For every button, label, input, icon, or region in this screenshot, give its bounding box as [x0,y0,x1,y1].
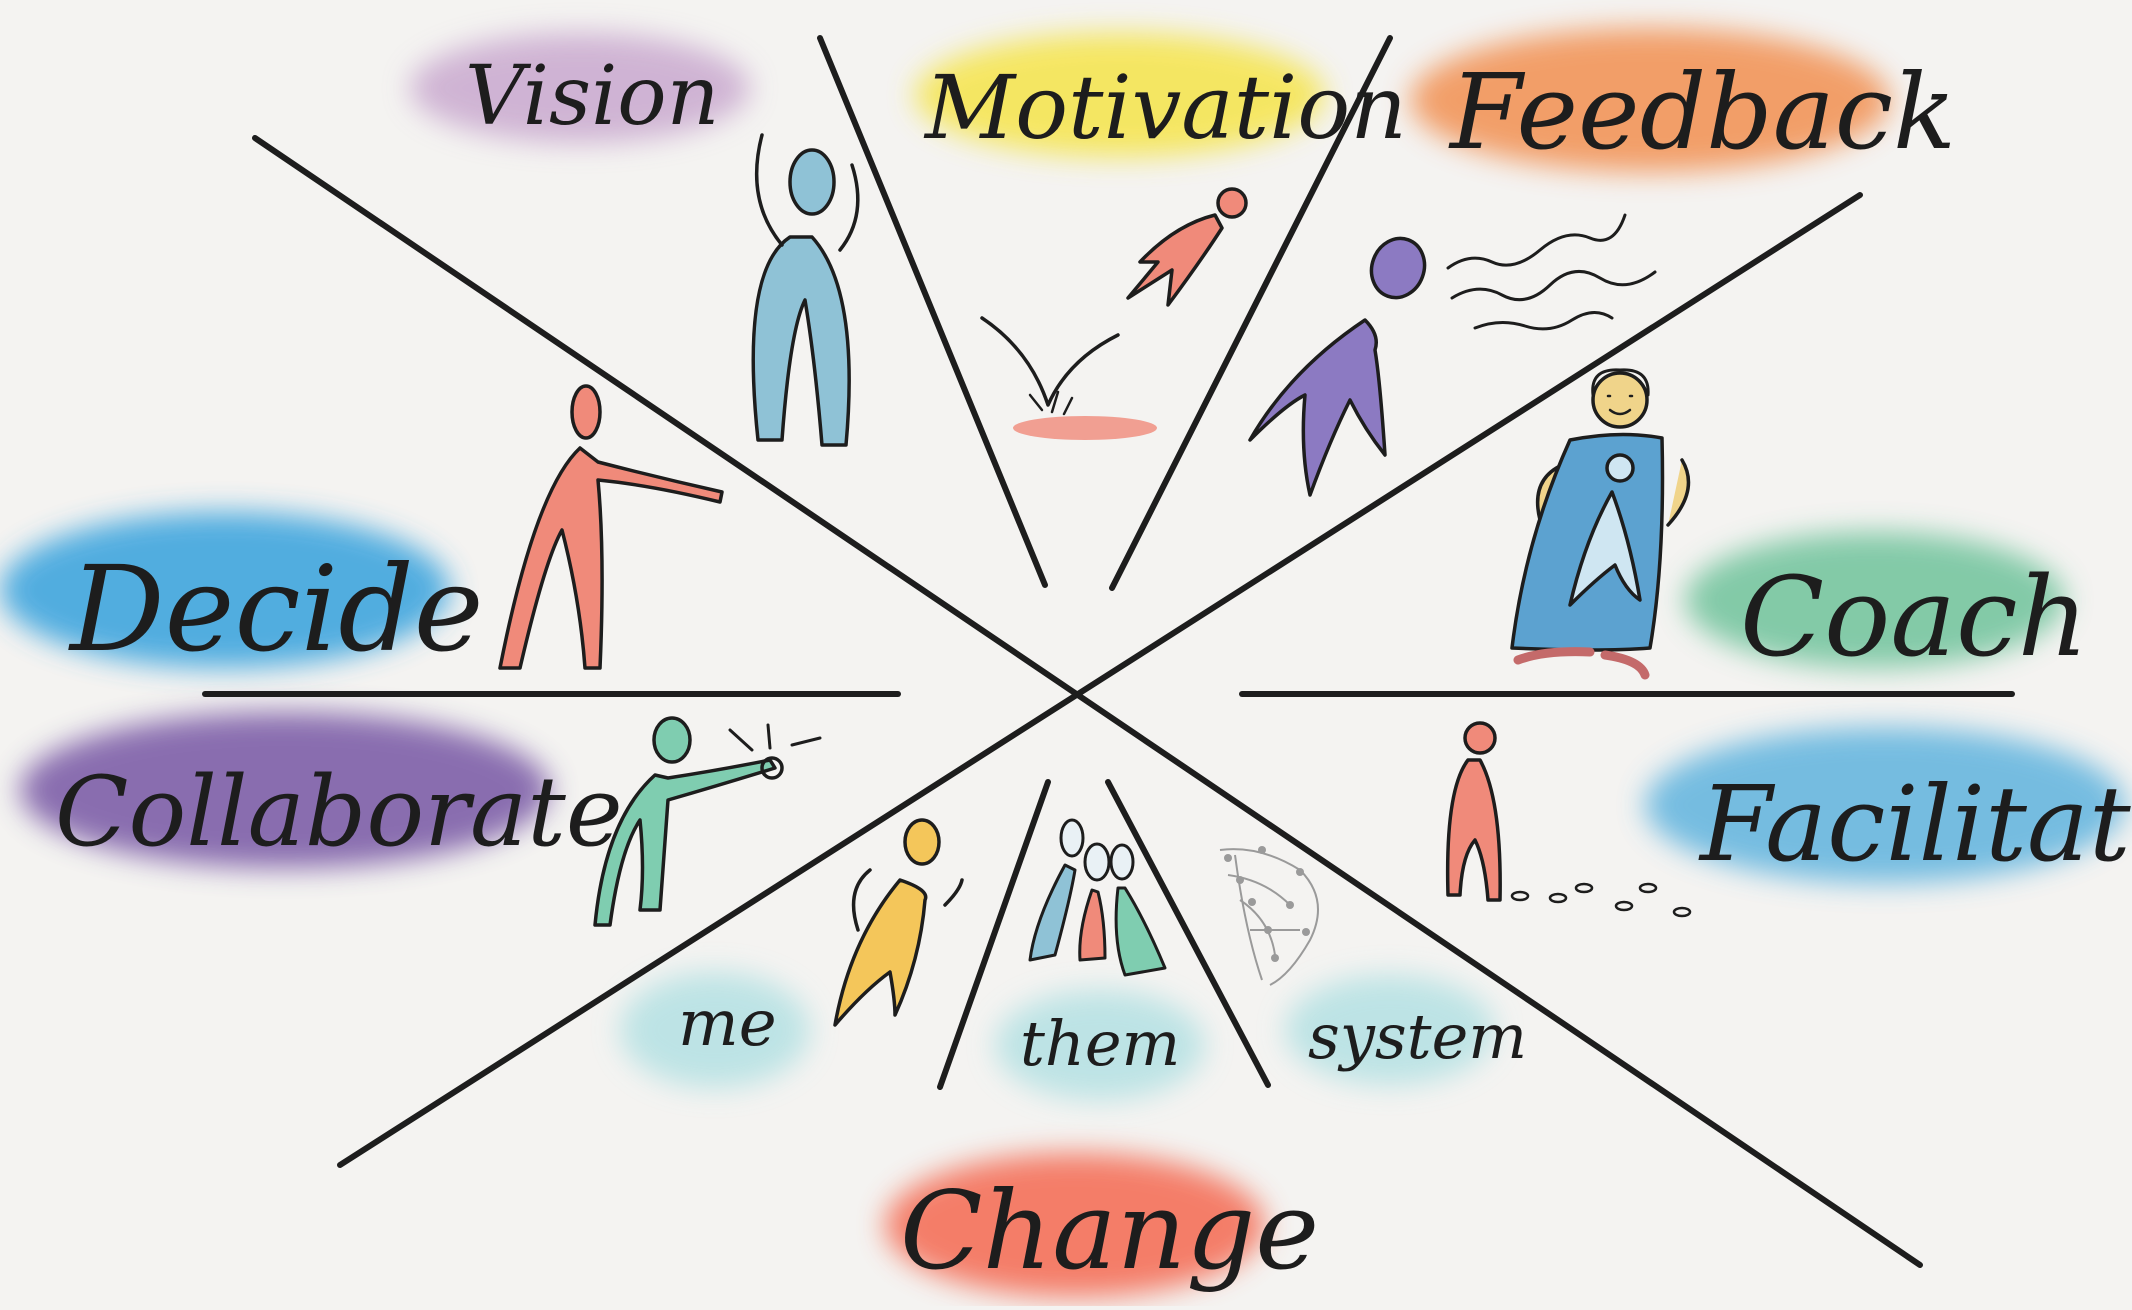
me-figure-arms [851,868,964,932]
them-figures [1028,818,1167,977]
label-change: Change [900,1169,1319,1294]
coach-board-head-drawing [1605,453,1635,483]
facilitate-footsteps [1510,882,1692,918]
label-feedback: Feedback [1448,51,1956,173]
me-blob [620,972,810,1088]
collaborate-sparks [728,723,822,752]
label-me: me [678,987,777,1061]
me-figure-head [903,818,941,866]
feedback-blob [1410,28,1890,172]
divider-line-bottom-left [937,779,1051,1090]
change-blob [885,1153,1265,1297]
label-system: system [1308,1000,1527,1073]
label-collaborate: Collaborate [55,756,623,868]
label-decide: Decide [68,540,484,678]
them-blob [995,990,1205,1100]
collaborate-blob [20,712,550,868]
feedback-wave-3 [1473,311,1614,331]
motivation-figure-body [1126,213,1224,307]
vision-figure-left-arm [754,133,784,247]
facilitate-figure-body [1445,758,1502,902]
coach-figure-feet [1513,647,1650,680]
coach-figure [1510,368,1691,680]
them-figure-1-body [1028,863,1077,962]
decide-figure-body [498,446,724,670]
motivation-figure-head [1216,187,1248,219]
them-figure-2-head [1083,842,1111,882]
me-figure-body [833,878,928,1027]
label-coach: Coach [1740,553,2088,681]
collaborate-fist [760,756,784,780]
divider-line-top-right [1109,35,1393,591]
me-figure [833,818,964,1027]
vision-blob [410,33,750,143]
decide-figure-head [570,384,602,440]
motivation-figure [980,187,1248,440]
feedback-wave-2 [1450,269,1657,302]
label-them: them [1020,1007,1180,1080]
coach-figure-face [1606,394,1634,416]
coach-figure-hair [1591,368,1650,397]
decide-figure [498,384,724,670]
jump-ground-mark [1013,416,1157,440]
label-vision: Vision [465,49,720,144]
vision-figure-right-arm [838,163,860,252]
system-network [1219,846,1319,986]
divider-line-nw-se [252,135,1923,1268]
feedback-wave-1 [1446,213,1627,270]
collaborate-figure [593,716,822,927]
vision-figure-body [751,235,851,447]
coach-blob [1685,532,2065,668]
feedback-figure-head [1369,236,1427,300]
color-blobs [0,28,2125,1297]
motivation-blob [915,33,1325,157]
divider-line-bottom-right [1105,779,1271,1088]
divider-line-ne-sw [337,192,1863,1168]
them-figure-2-body [1078,888,1107,962]
labels: Vision Motivation Feedback Decide Coach … [55,49,2132,1294]
feedback-figure [1248,213,1657,497]
vision-figure [751,133,860,447]
divider-lines [202,35,2015,1268]
system-blob [1285,975,1495,1085]
label-motivation: Motivation [923,56,1407,159]
jump-trail [980,316,1120,407]
collaborate-figure-body [593,758,777,927]
decide-blob [0,512,450,668]
them-figure-3-body [1114,886,1167,977]
facilitate-figure [1445,721,1692,918]
divider-line-top-left [817,35,1048,588]
jump-ground-lines [1028,390,1074,416]
label-facilitate: Facilitate [1698,763,2132,885]
vision-figure-head [788,148,836,216]
coach-figure-head [1591,371,1649,429]
facilitate-figure-head [1463,721,1497,755]
feedback-figure-body [1248,318,1387,497]
them-figure-1-head [1059,818,1085,858]
collaborate-figure-head [652,716,692,764]
coach-board-figure-drawing [1568,490,1642,607]
them-figure-3-head [1109,843,1135,881]
facilitate-blob [1645,727,2125,883]
